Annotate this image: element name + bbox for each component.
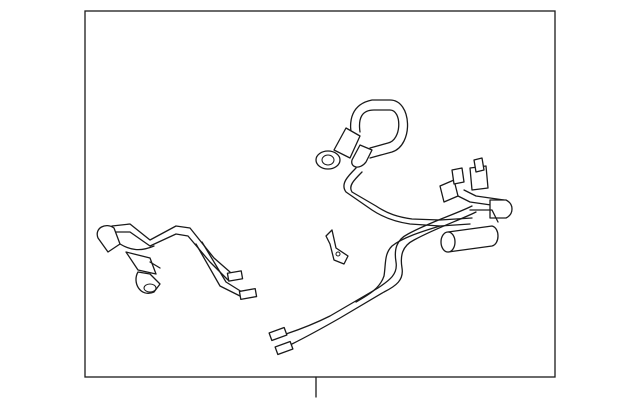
filter-assembly [439, 157, 513, 253]
diagram-frame [84, 10, 556, 378]
mounting-bracket [325, 229, 349, 265]
lower-twin-line [268, 205, 477, 356]
upper-twin-line [343, 167, 473, 227]
upper-bend-hose [315, 99, 409, 170]
left-line-assembly [96, 223, 258, 300]
